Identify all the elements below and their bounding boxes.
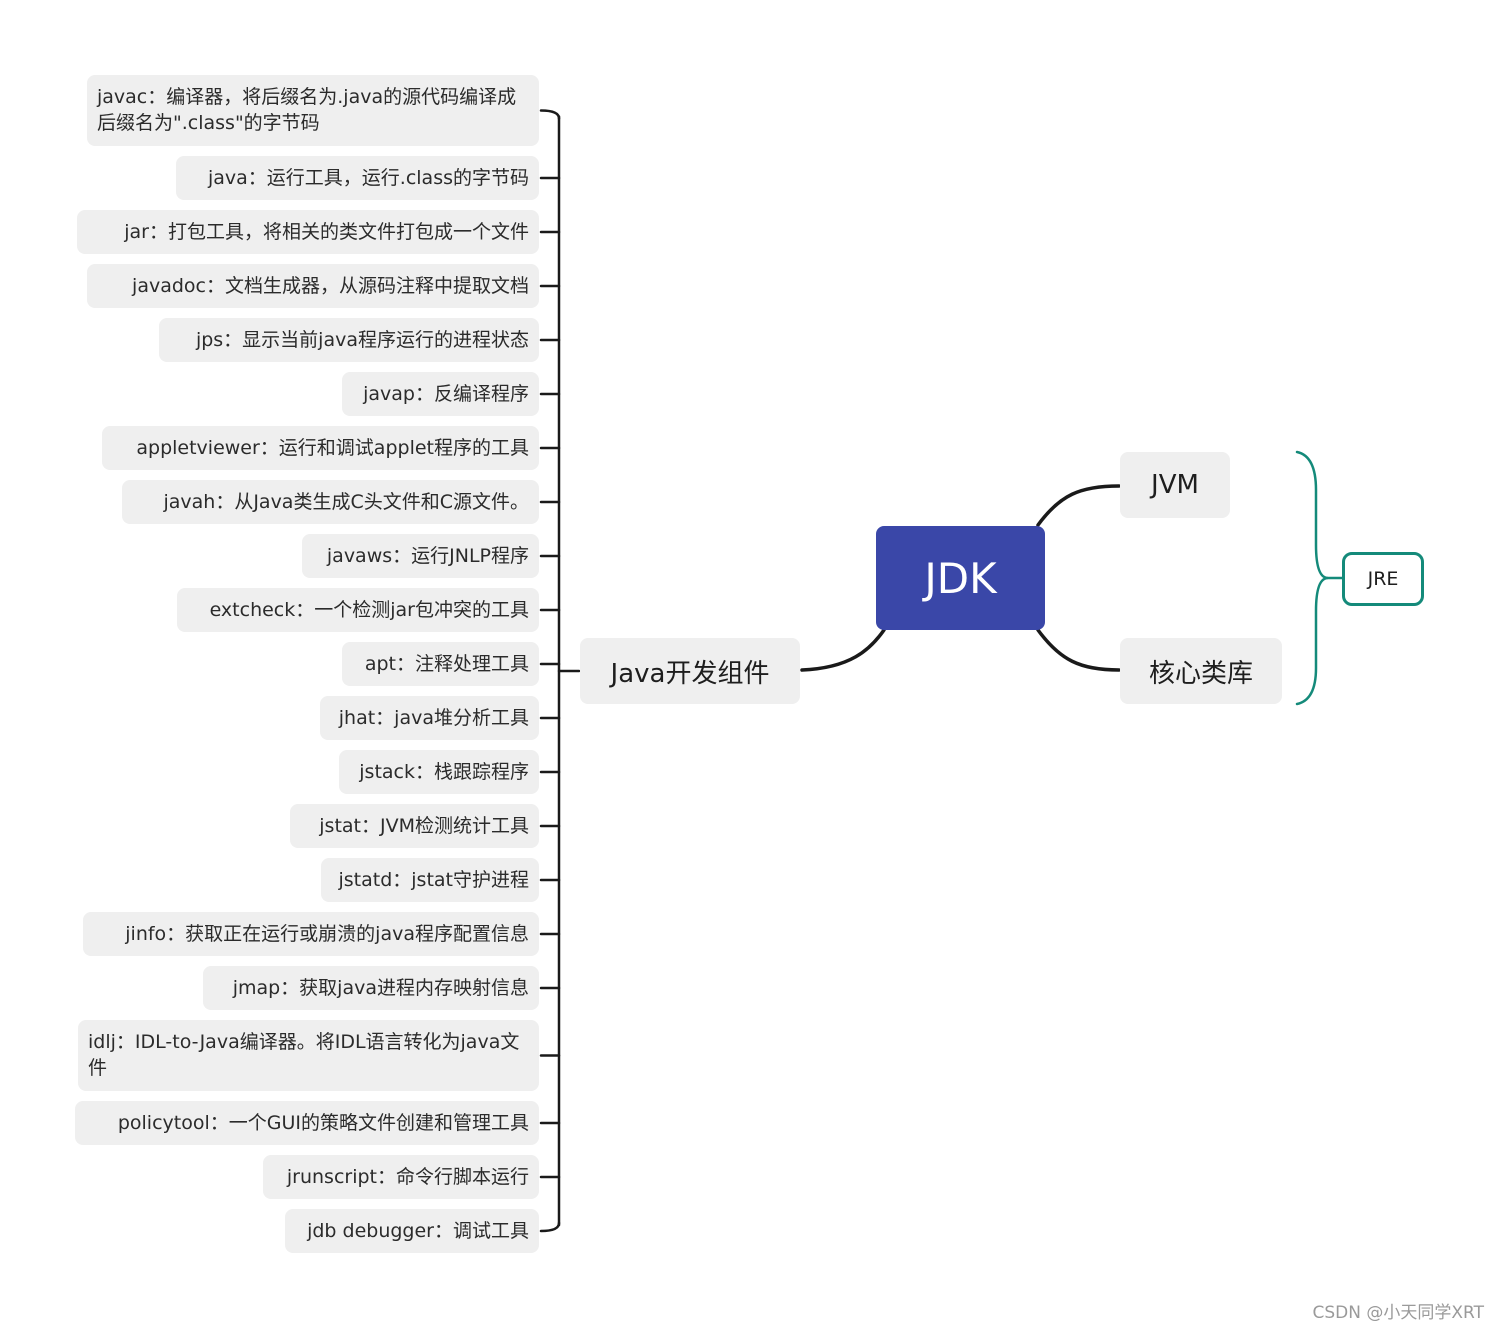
watermark: CSDN @小天同学XRT <box>1312 1303 1484 1323</box>
tool-item[interactable]: jhat：java堆分析工具 <box>320 696 539 740</box>
jre-node[interactable]: JRE <box>1342 552 1424 606</box>
tool-item[interactable]: javac：编译器，将后缀名为.java的源代码编译成后缀名为".class"的… <box>87 75 539 146</box>
tool-item[interactable]: apt：注释处理工具 <box>342 642 539 686</box>
tool-item-label: appletviewer：运行和调试applet程序的工具 <box>136 437 529 459</box>
tool-item[interactable]: appletviewer：运行和调试applet程序的工具 <box>102 426 539 470</box>
tool-connector-line <box>539 109 561 120</box>
core-lib-node[interactable]: 核心类库 <box>1120 638 1282 704</box>
root-to-jvm-line <box>1036 484 1121 527</box>
tool-item[interactable]: jstat：JVM检测统计工具 <box>290 804 539 848</box>
tool-item-label: jhat：java堆分析工具 <box>338 707 529 729</box>
tool-item[interactable]: jdb debugger：调试工具 <box>285 1209 539 1253</box>
tool-item[interactable]: javah：从Java类生成C头文件和C源文件。 <box>122 480 539 524</box>
tool-connector-line <box>539 1221 561 1233</box>
tool-item-label: javah：从Java类生成C头文件和C源文件。 <box>163 491 529 513</box>
tool-item-label: idlj：IDL-to-Java编译器。将IDL语言转化为java文件 <box>88 1031 520 1079</box>
dev-tools-label: Java开发组件 <box>610 658 770 689</box>
tool-item[interactable]: jmap：获取java进程内存映射信息 <box>203 966 539 1010</box>
tool-item-label: javaws：运行JNLP程序 <box>326 545 529 567</box>
root-to-corelib-line <box>1036 628 1121 672</box>
tool-item-label: javac：编译器，将后缀名为.java的源代码编译成后缀名为".class"的… <box>97 86 517 134</box>
tool-item-label: jinfo：获取正在运行或崩溃的java程序配置信息 <box>125 923 529 945</box>
tool-item-label: policytool：一个GUI的策略文件创建和管理工具 <box>117 1112 529 1134</box>
tool-item[interactable]: jrunscript：命令行脚本运行 <box>263 1155 539 1199</box>
core-lib-label: 核心类库 <box>1148 658 1253 689</box>
tool-item-label: jstatd：jstat守护进程 <box>338 869 529 891</box>
tool-item-label: jrunscript：命令行脚本运行 <box>286 1166 529 1188</box>
dev-tools-node[interactable]: Java开发组件 <box>580 638 800 704</box>
tool-item-label: apt：注释处理工具 <box>364 653 529 675</box>
tool-item-label: extcheck：一个检测jar包冲突的工具 <box>209 599 529 621</box>
tool-item-label: jps：显示当前java程序运行的进程状态 <box>195 329 529 351</box>
tool-item-label: jstack：栈跟踪程序 <box>359 761 529 783</box>
tool-item[interactable]: extcheck：一个检测jar包冲突的工具 <box>177 588 539 632</box>
tool-item-label: java：运行工具，运行.class的字节码 <box>207 167 529 189</box>
root-label: JDK <box>924 553 997 603</box>
jvm-label: JVM <box>1151 470 1199 500</box>
tool-item[interactable]: idlj：IDL-to-Java编译器。将IDL语言转化为java文件 <box>78 1020 539 1091</box>
tool-item-label: javap：反编译程序 <box>363 383 529 405</box>
tool-item-label: jar：打包工具，将相关的类文件打包成一个文件 <box>124 221 529 243</box>
tool-item[interactable]: jstack：栈跟踪程序 <box>339 750 539 794</box>
tool-item[interactable]: policytool：一个GUI的策略文件创建和管理工具 <box>75 1101 539 1145</box>
jvm-node[interactable]: JVM <box>1120 452 1230 518</box>
root-to-devtools-line <box>800 628 886 672</box>
tool-item[interactable]: java：运行工具，运行.class的字节码 <box>176 156 539 200</box>
tool-item-label: jstat：JVM检测统计工具 <box>319 815 529 837</box>
jre-bracket <box>1295 450 1329 706</box>
tool-item[interactable]: jinfo：获取正在运行或崩溃的java程序配置信息 <box>83 912 539 956</box>
tool-item[interactable]: jar：打包工具，将相关的类文件打包成一个文件 <box>77 210 539 254</box>
tool-item[interactable]: javaws：运行JNLP程序 <box>302 534 539 578</box>
jre-label: JRE <box>1367 568 1399 590</box>
tool-item[interactable]: jstatd：jstat守护进程 <box>321 858 539 902</box>
tool-item[interactable]: javadoc：文档生成器，从源码注释中提取文档 <box>87 264 539 308</box>
tool-item-label: jdb debugger：调试工具 <box>307 1220 529 1242</box>
tool-item[interactable]: jps：显示当前java程序运行的进程状态 <box>159 318 539 362</box>
root-node-jdk[interactable]: JDK <box>876 526 1045 630</box>
tool-item-label: javadoc：文档生成器，从源码注释中提取文档 <box>132 275 529 297</box>
tool-item-label: jmap：获取java进程内存映射信息 <box>232 977 529 999</box>
tool-item[interactable]: javap：反编译程序 <box>342 372 539 416</box>
